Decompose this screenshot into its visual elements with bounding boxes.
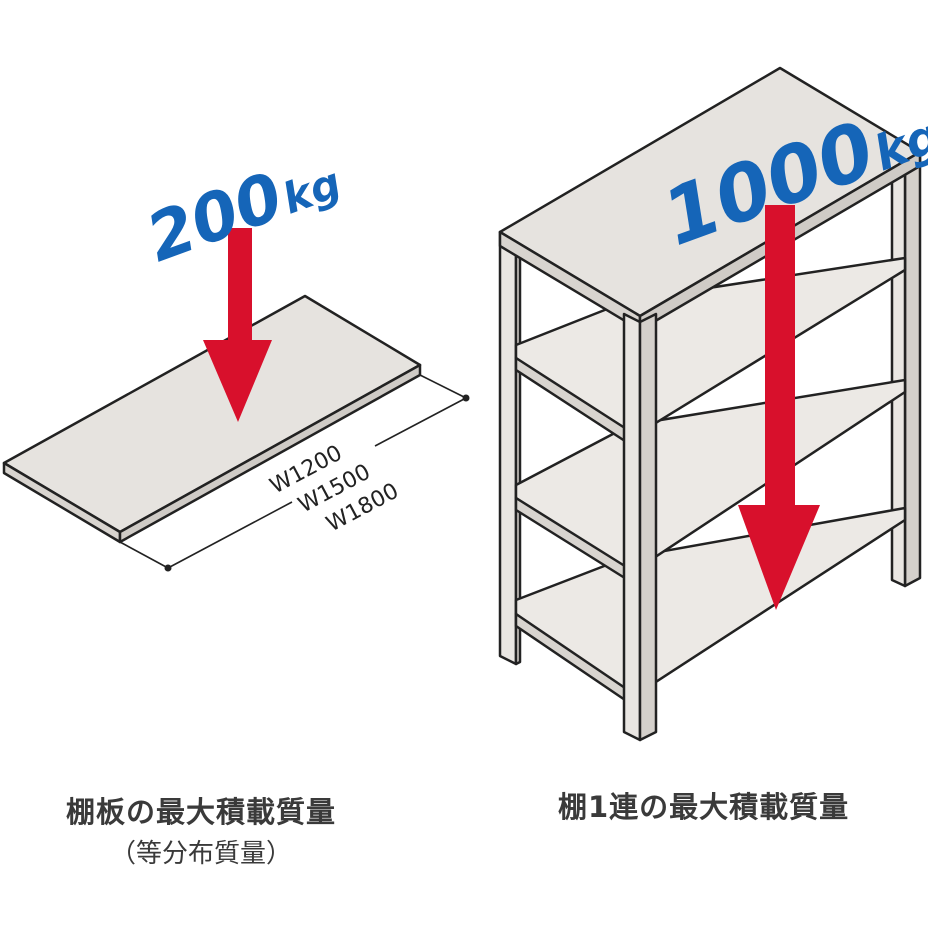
left-load-value: 200 [137,158,293,277]
right-load-arrow [738,205,820,610]
left-caption: 棚板の最大積載質量 [66,795,337,829]
shelf-board [2,294,422,544]
width-dimension-line [119,374,470,572]
left-subcaption: （等分布質量） [110,839,293,869]
left-load-arrow [203,228,272,422]
right-caption: 棚1連の最大積載質量 [558,790,850,824]
shelf-unit [498,66,922,742]
